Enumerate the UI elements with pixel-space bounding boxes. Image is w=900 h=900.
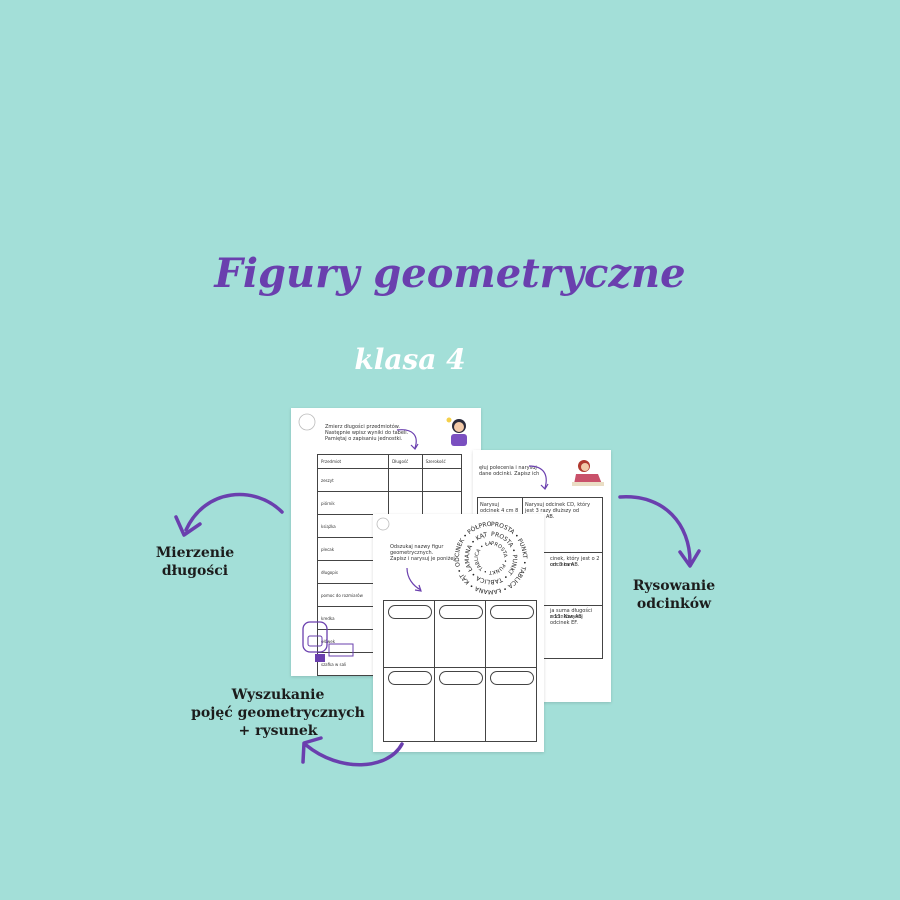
answer-pill bbox=[388, 605, 432, 619]
table-row: piórnik bbox=[316, 491, 463, 515]
instruction-line-2: Następnie wpisz wyniki do tabeli. bbox=[325, 430, 409, 436]
page-title: Figury geometryczne bbox=[214, 250, 686, 297]
answer-pill bbox=[439, 671, 483, 685]
instruction-line-2: dane odcinki. Zapisz ich bbox=[479, 471, 540, 477]
segment-task: z 11. Narysuj odcinek EF. bbox=[550, 614, 583, 626]
table-cell: zeszyt bbox=[316, 468, 390, 492]
arrow-small-icon bbox=[396, 429, 419, 450]
arrow-small-icon bbox=[406, 567, 422, 592]
instruction-line-1: Zmierz długości przedmiotów. bbox=[325, 424, 401, 430]
drawing-boxes-grid bbox=[383, 600, 537, 742]
label-line: odcinków bbox=[636, 596, 712, 612]
segment-task: odcinka AB. bbox=[550, 562, 580, 568]
worksheet-word-search: Odszukaj nazwy figur geometrycznych. Zap… bbox=[373, 514, 544, 752]
label-line: + rysunek bbox=[238, 723, 318, 739]
label-line: Rysowanie bbox=[632, 578, 716, 594]
label-line: Wyszukanie bbox=[231, 687, 325, 703]
answer-pill bbox=[490, 605, 534, 619]
page-subtitle: klasa 4 bbox=[354, 343, 466, 376]
segment-task: ja suma długości odcinków AB bbox=[550, 608, 593, 620]
instruction-line-1: Odszukaj nazwy figur bbox=[390, 544, 444, 550]
label-measuring: Mierzenie długości bbox=[130, 544, 260, 580]
kid-drawing-icon bbox=[572, 460, 604, 486]
word-spiral: PROSTA • PUNKT • TABLICA • ŁAMANA • KĄT … bbox=[448, 514, 528, 595]
answer-pill bbox=[388, 671, 432, 685]
answer-pill bbox=[439, 605, 483, 619]
label-line: długości bbox=[161, 563, 229, 579]
instruction-line-3: Pamiętaj o zapisaniu jednostki. bbox=[325, 436, 403, 442]
label-word-search: Wyszukanie pojęć geometrycznych + rysune… bbox=[178, 686, 378, 740]
logo-icon bbox=[376, 517, 390, 531]
table-header-row: Przedmiot Długość Szerokość bbox=[316, 454, 463, 469]
instruction-line-1: ęłuj polecenia i narysuj bbox=[479, 465, 537, 471]
label-drawing-segments: Rysowanie odcinków bbox=[614, 577, 734, 613]
table-cell: piórnik bbox=[316, 491, 390, 515]
arrow-small-icon bbox=[528, 465, 549, 490]
instruction-line-3: Zapisz i narysuj je poniżej. bbox=[390, 556, 457, 562]
label-line: Mierzenie bbox=[155, 545, 235, 561]
answer-pill bbox=[490, 671, 534, 685]
segment-task: cinek, który jest o 2 cm 3 mm bbox=[550, 556, 600, 568]
label-line: pojęć geometrycznych bbox=[191, 705, 365, 721]
instruction-line-2: geometrycznych. bbox=[390, 550, 434, 556]
backpack-icon bbox=[302, 621, 354, 662]
logo-icon bbox=[298, 413, 316, 431]
girl-illustration-icon bbox=[446, 417, 467, 446]
table-row: zeszyt bbox=[316, 468, 463, 492]
